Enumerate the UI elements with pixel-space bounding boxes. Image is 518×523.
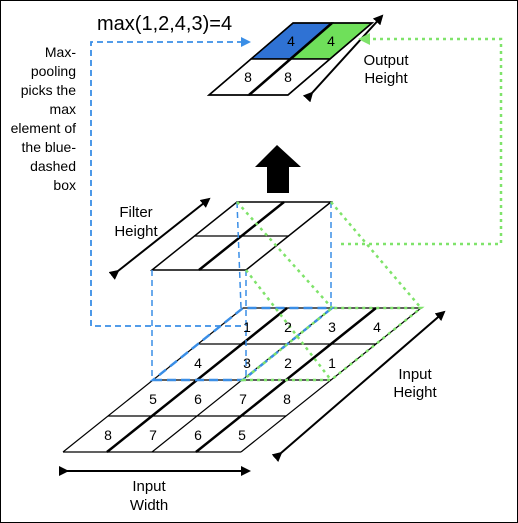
caption: Max- pooling picks the max element of th… [11, 44, 77, 193]
output-height-label: Output [363, 52, 409, 69]
output-value-bottom-left: 8 [244, 69, 252, 85]
caption-line: dashed [30, 158, 76, 174]
green-arrow-path [341, 33, 503, 246]
input-cell: 8 [283, 391, 291, 407]
input-cell: 1 [328, 355, 336, 371]
input-height-label: Input [398, 366, 432, 383]
input-cell: 2 [284, 355, 292, 371]
input-cell: 7 [239, 391, 247, 407]
input-cell: 4 [373, 319, 381, 335]
output-value-top-left: 4 [287, 33, 295, 49]
output-height-arrow [302, 14, 384, 103]
caption-line: Max- [45, 44, 76, 60]
blue-projection-back [236, 201, 242, 309]
input-width-label: Input [132, 478, 166, 495]
output-value-top-right: 4 [327, 33, 335, 49]
input-height-arrow [271, 310, 446, 463]
green-projection-bottom [245, 269, 332, 381]
caption-line: picks the [21, 82, 76, 98]
input-cell: 7 [149, 427, 157, 443]
caption-line: element of [11, 120, 76, 136]
input-cell: 8 [104, 427, 112, 443]
filter-height-label: Height [114, 223, 158, 240]
green-projection-top [330, 201, 422, 309]
filter-height-label: Filter [119, 204, 152, 221]
blue-arrow-path [90, 37, 251, 327]
green-projection-left [236, 201, 333, 309]
input-cell: 5 [238, 427, 246, 443]
formula-text: max(1,2,4,3)=4 [97, 13, 232, 35]
input-cell: 2 [284, 319, 292, 335]
input-cell: 3 [243, 355, 251, 371]
input-cell: 3 [328, 319, 336, 335]
input-cell: 6 [194, 427, 202, 443]
caption-line: the blue- [22, 139, 77, 155]
filter-divider-diagonal [198, 201, 285, 271]
caption-line: max [50, 101, 76, 117]
caption-line: box [53, 177, 76, 193]
input-height-label: Height [393, 384, 437, 401]
input-cell: 6 [194, 391, 202, 407]
caption-line: pooling [31, 63, 76, 79]
input-cell: 1 [243, 319, 251, 335]
output-height-label: Height [364, 70, 408, 87]
input-cell: 5 [149, 391, 157, 407]
output-value-bottom-right: 8 [284, 69, 292, 85]
input-width-label: Width [130, 497, 168, 514]
filter-height-arrow [108, 197, 211, 280]
up-arrow-icon [255, 145, 301, 193]
input-cell: 4 [194, 355, 202, 371]
